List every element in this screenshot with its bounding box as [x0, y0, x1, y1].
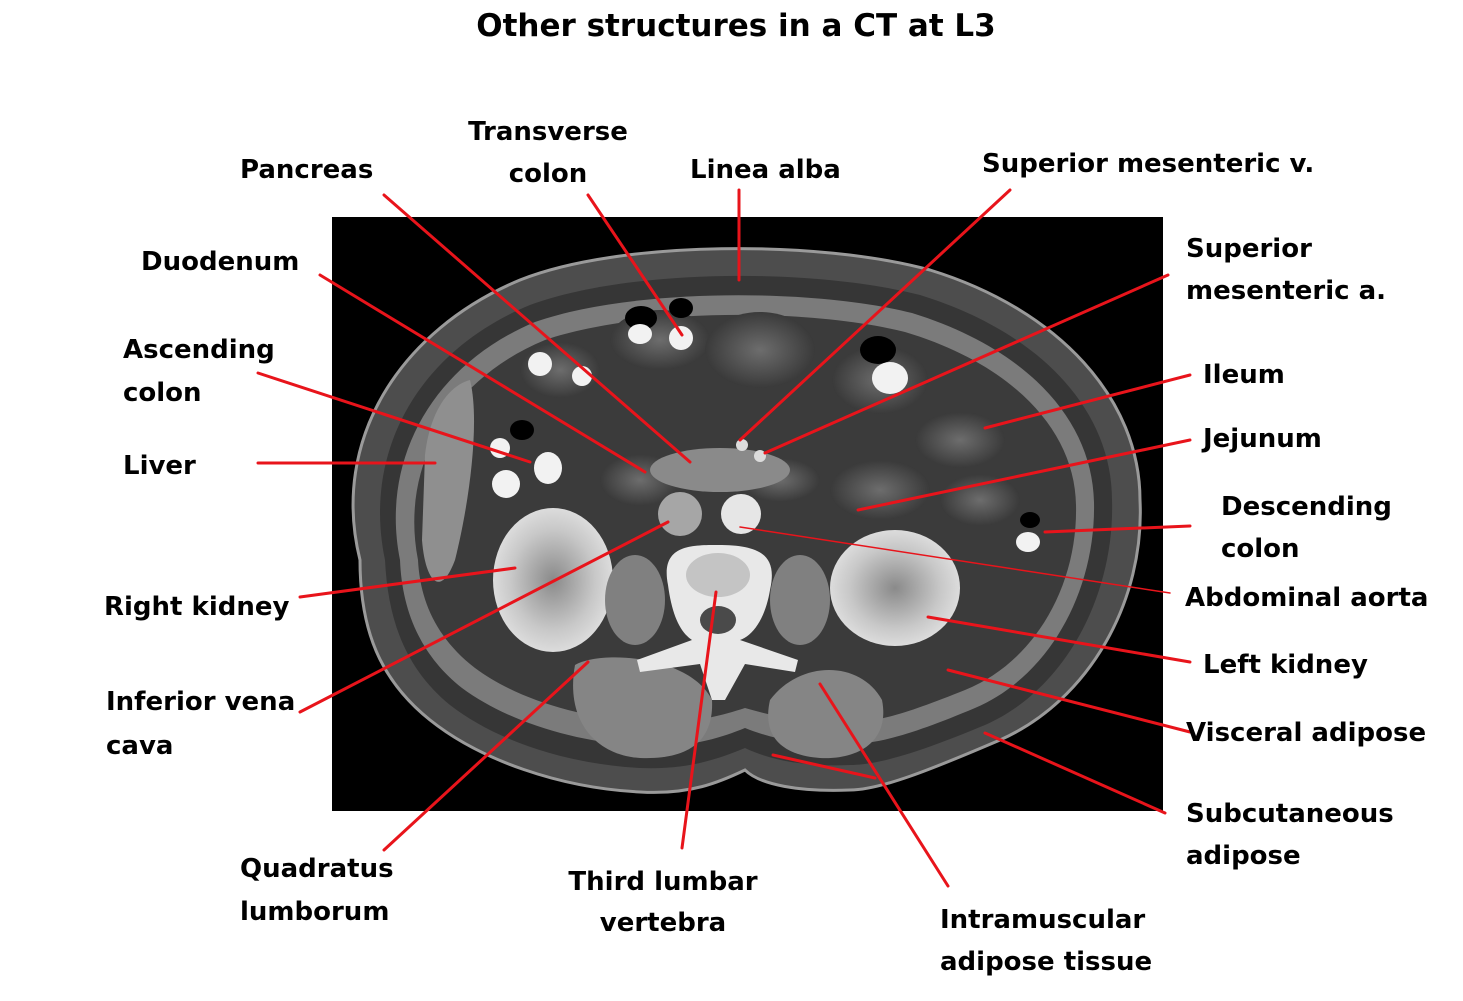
aorta-shape [721, 494, 761, 534]
leader-ascending-colon [256, 371, 532, 464]
leader-quadratus-lumborum [382, 660, 590, 852]
label-transverse-colon-line1: Transverse [468, 117, 628, 147]
label-right-kidney: Right kidney [104, 592, 289, 622]
vertebral-canal [700, 606, 736, 634]
sma-shape [754, 450, 766, 462]
leader-abdominal-aorta [739, 526, 1171, 594]
label-pancreas: Pancreas [240, 155, 373, 185]
label-jejunum: Jejunum [1201, 424, 1322, 454]
leader-visceral-adipose [946, 668, 1192, 734]
label-quadratus-lumborum-line2: lumborum [240, 897, 389, 927]
label-superior-mesenteric-v: Superior mesenteric v. [982, 149, 1314, 179]
leader-transverse-colon [586, 193, 684, 337]
label-duodenum: Duodenum [141, 247, 299, 277]
leader-pancreas [382, 193, 692, 464]
bowel-gas [510, 298, 1040, 528]
label-subcutaneous-adipose-line2: adipose [1186, 841, 1301, 871]
label-inferior-vena-cava-line1: Inferior vena [106, 687, 295, 717]
smv-shape [736, 439, 748, 451]
leader-ileum [983, 373, 1192, 430]
label-superior-mesenteric-a-line1: Superior [1186, 234, 1312, 264]
label-transverse-colon-line2: colon [509, 159, 588, 189]
label-linea-alba: Linea alba [690, 155, 841, 185]
labels: Pancreas Transverse colon Linea alba Sup… [104, 117, 1428, 977]
label-third-lumbar-vertebra-line1: Third lumbar [568, 867, 757, 897]
pancreas-shape [650, 448, 790, 492]
leader-duodenum [318, 273, 647, 474]
leader-subcutaneous-adipose [983, 731, 1167, 815]
figure-title: Other structures in a CT at L3 [476, 8, 996, 44]
label-abdominal-aorta: Abdominal aorta [1185, 583, 1428, 613]
label-intramuscular-adipose-line2: adipose tissue [940, 947, 1152, 977]
left-psoas [770, 555, 830, 645]
label-visceral-adipose: Visceral adipose [1186, 718, 1426, 748]
label-descending-colon-line2: colon [1221, 534, 1300, 564]
ct-scan-image [332, 217, 1163, 811]
left-kidney-shape [830, 530, 960, 646]
leader-third-lumbar-vertebra [680, 590, 718, 850]
leader-left-kidney [926, 615, 1192, 664]
leader-intramuscular-adipose [818, 682, 950, 888]
leader-right-kidney [298, 566, 517, 599]
label-liver: Liver [123, 451, 196, 481]
back-muscles [573, 657, 713, 759]
label-superior-mesenteric-a-line2: mesenteric a. [1186, 276, 1386, 306]
label-descending-colon-line1: Descending [1221, 492, 1392, 522]
leader-descending-colon [1043, 524, 1192, 534]
ivc-shape [658, 492, 702, 536]
leader-jejunum [856, 438, 1192, 512]
leader-intramuscular-adipose-branch [771, 753, 877, 780]
label-ileum: Ileum [1203, 360, 1285, 390]
label-intramuscular-adipose-line1: Intramuscular [940, 905, 1145, 935]
label-left-kidney: Left kidney [1203, 650, 1368, 680]
leader-inferior-vena-cava [298, 520, 670, 714]
label-ascending-colon-line2: colon [123, 378, 202, 408]
label-third-lumbar-vertebra-line2: vertebra [600, 908, 726, 938]
leader-lines [256, 188, 1192, 888]
label-ascending-colon-line1: Ascending [123, 335, 275, 365]
label-subcutaneous-adipose-line1: Subcutaneous [1186, 799, 1394, 829]
vertebral-body-core [686, 553, 750, 597]
label-inferior-vena-cava-line2: cava [106, 731, 173, 761]
leader-superior-mesenteric-v [738, 188, 1012, 442]
label-quadratus-lumborum-line1: Quadratus [240, 854, 394, 884]
leader-superior-mesenteric-a [763, 273, 1170, 455]
right-psoas [605, 555, 665, 645]
